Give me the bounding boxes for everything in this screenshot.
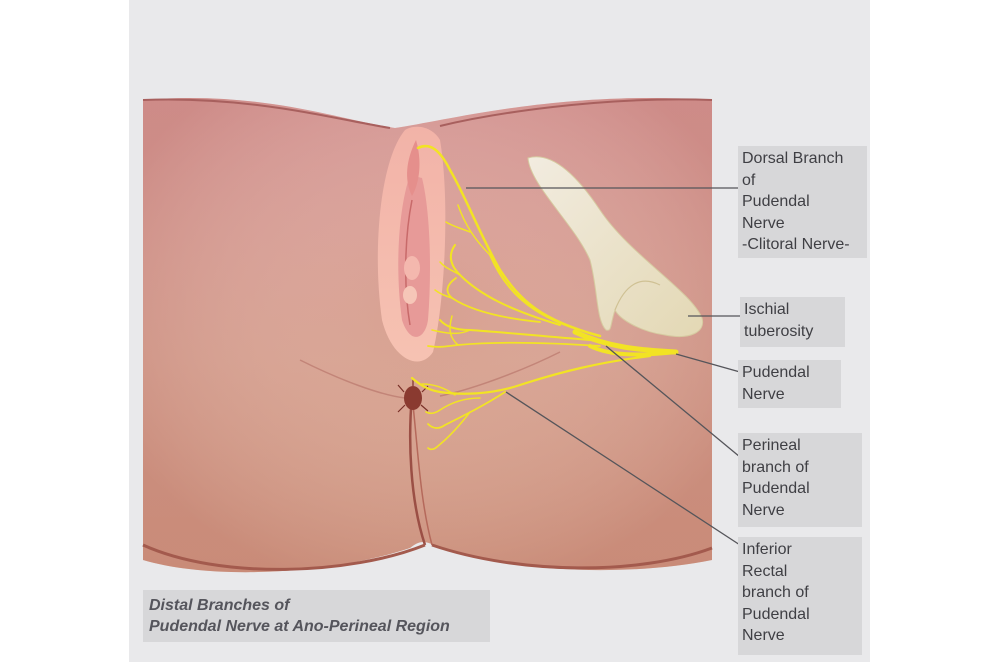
label-dorsal-branch: Dorsal Branch of Pudendal Nerve -Clitora… (738, 146, 867, 258)
anus (397, 378, 429, 413)
pudendal-nerve-tree (410, 144, 679, 451)
vulva (377, 126, 446, 362)
label-inferior-rectal-branch: Inferior Rectal branch of Pudendal Nerve (738, 537, 862, 655)
ischial-tuberosity-bone (527, 156, 704, 337)
leader-inferior-rectal-branch (505, 391, 741, 546)
label-perineal-branch: Perineal branch of Pudendal Nerve (738, 433, 862, 527)
figure-caption: Distal Branches of Pudendal Nerve at Ano… (143, 590, 490, 642)
label-pudendal-nerve: Pudendal Nerve (738, 360, 841, 408)
leader-pudendal-nerve (675, 353, 741, 373)
leader-lines (466, 187, 741, 546)
label-ischial-tuberosity: Ischial tuberosity (740, 297, 845, 347)
leader-perineal-branch (605, 345, 741, 458)
